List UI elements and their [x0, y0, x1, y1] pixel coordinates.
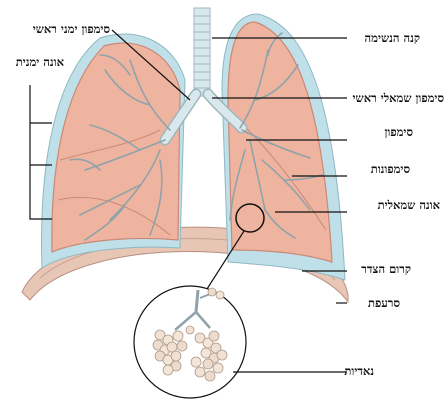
trachea-tube — [194, 8, 210, 96]
label-bronchioles: סימפונות — [371, 163, 410, 176]
label-left-lobe: אונה שמאלית — [378, 199, 440, 212]
label-right-lobe: אונה ימנית — [16, 56, 64, 69]
label-diaphragm: קרום הצדר — [361, 263, 411, 276]
label-bronchus: סימפון — [384, 126, 413, 139]
left-lung — [228, 22, 332, 262]
label-main-bronchus-right: סימפון ימני ראשי — [33, 23, 110, 36]
label-alveoli: נאדיות — [344, 365, 374, 378]
alveoli-magnified-circle — [134, 286, 246, 398]
label-trachea: קנה הנשימה — [365, 32, 420, 45]
label-pleura: סרעפת — [368, 297, 400, 310]
label-main-bronchus-left: סימפון שמאלי ראשי — [353, 92, 444, 105]
